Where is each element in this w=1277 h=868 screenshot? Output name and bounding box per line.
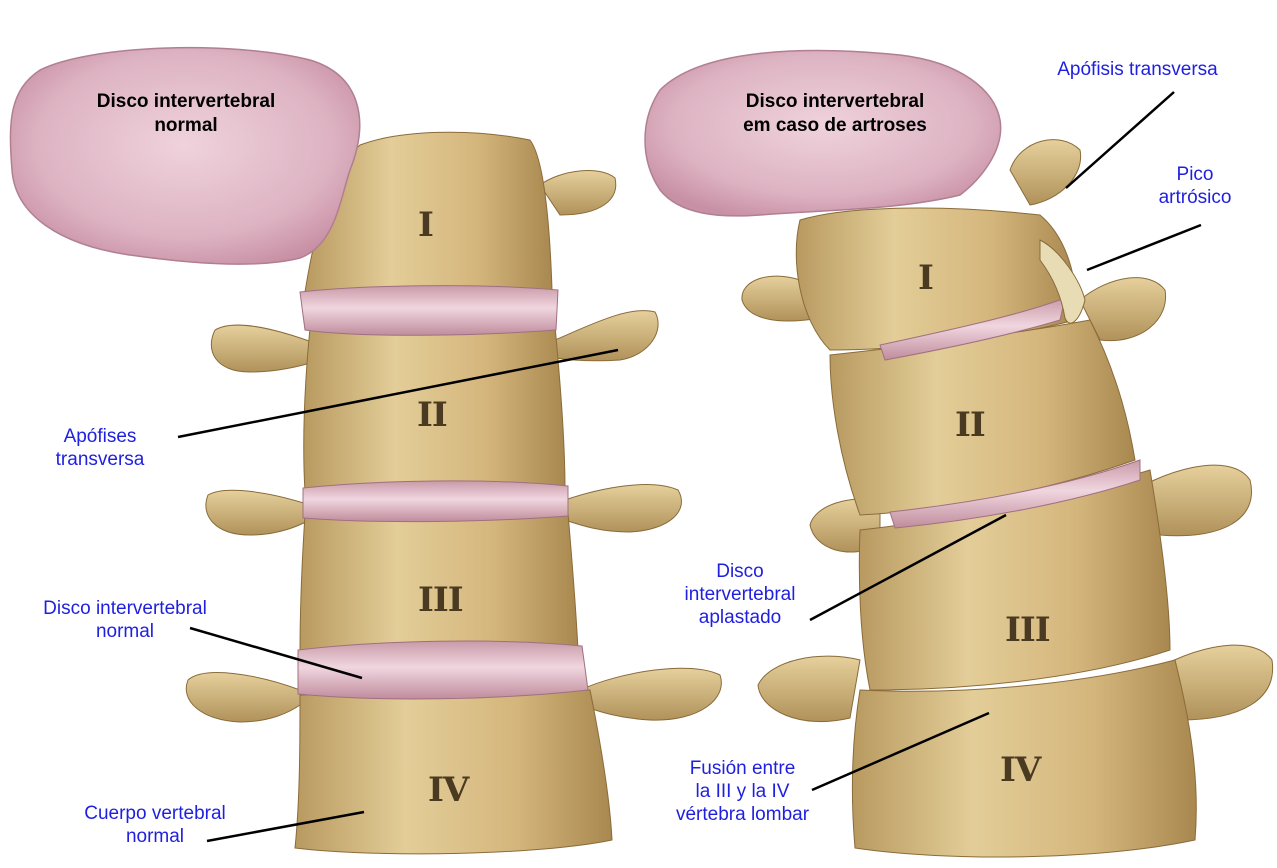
normal-disc-title-line-1: Disco intervertebral <box>66 90 306 114</box>
label-left-transverse-process-line-1: Apófises <box>30 425 170 448</box>
label-right-flattened-disc-line-1: Disco <box>660 560 820 583</box>
label-right-arthrotic-spur-line-2: artrósico <box>1130 186 1260 209</box>
right-vertebra-numeral-4: IV <box>1000 750 1040 790</box>
left-vertebra-numeral-1: I <box>418 205 433 245</box>
label-right-fusion-line-3: vértebra lombar <box>660 803 825 826</box>
arthrosis-disc-title: Disco intervertebral em caso de artroses <box>705 90 965 138</box>
left-vertebra-numeral-2: II <box>417 395 447 435</box>
right-vertebra-numeral-2: II <box>955 405 985 445</box>
arthrosis-disc-title-line-1: Disco intervertebral <box>705 90 965 114</box>
label-right-fusion: Fusión entre la III y la IV vértebra lom… <box>660 757 825 826</box>
normal-disc-title: Disco intervertebral normal <box>66 90 306 138</box>
label-left-normal-disc-line-1: Disco intervertebral <box>15 597 235 620</box>
left-vertebra-numeral-4: IV <box>428 770 468 810</box>
label-left-normal-disc-line-2: normal <box>15 620 235 643</box>
label-right-fusion-line-1: Fusión entre <box>660 757 825 780</box>
label-left-transverse-process-line-2: transversa <box>30 448 170 471</box>
label-right-arthrotic-spur-line-1: Pico <box>1130 163 1260 186</box>
normal-disc-title-line-2: normal <box>66 114 306 138</box>
label-right-flattened-disc-line-3: aplastado <box>660 606 820 629</box>
label-right-transverse-process-line-1: Apófisis transversa <box>1030 58 1245 81</box>
left-vertebra-numeral-3: III <box>418 580 463 620</box>
label-left-vertebral-body-line-1: Cuerpo vertebral <box>55 802 255 825</box>
label-left-vertebral-body-line-2: normal <box>55 825 255 848</box>
right-vertebra-numeral-1: I <box>918 258 933 298</box>
left-top-disc <box>10 48 359 265</box>
label-left-transverse-process: Apófises transversa <box>30 425 170 471</box>
label-left-vertebral-body: Cuerpo vertebral normal <box>55 802 255 848</box>
label-right-arthrotic-spur: Pico artrósico <box>1130 163 1260 209</box>
label-left-normal-disc: Disco intervertebral normal <box>15 597 235 643</box>
label-right-transverse-process: Apófisis transversa <box>1030 58 1245 81</box>
leader-right-spur <box>1087 225 1201 270</box>
label-right-flattened-disc: Disco intervertebral aplastado <box>660 560 820 629</box>
arthrosis-disc-title-line-2: em caso de artroses <box>705 114 965 138</box>
right-vertebra-numeral-3: III <box>1005 610 1050 650</box>
label-right-flattened-disc-line-2: intervertebral <box>660 583 820 606</box>
label-right-fusion-line-2: la III y la IV <box>660 780 825 803</box>
